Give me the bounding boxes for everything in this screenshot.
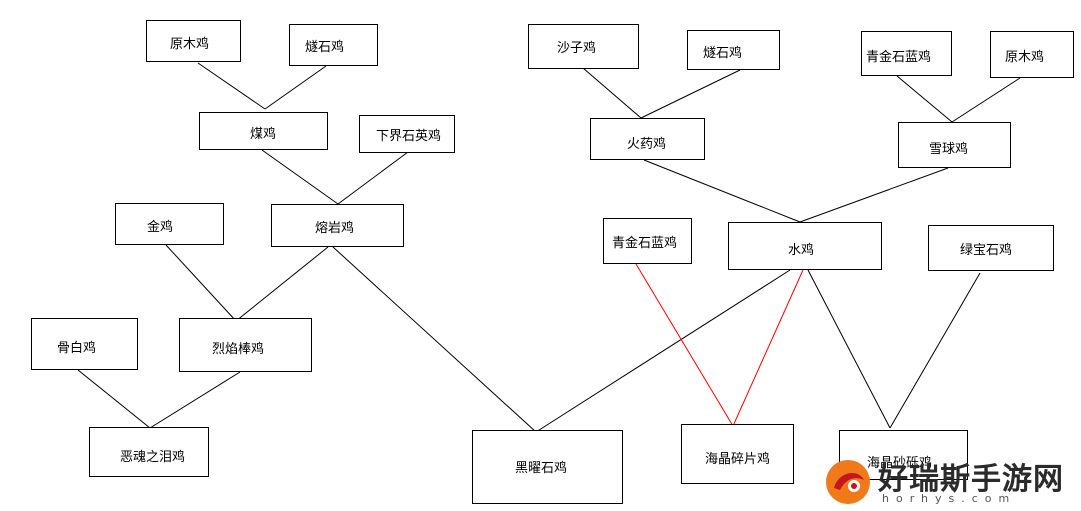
node-suishi-left: 燧石鸡 xyxy=(289,24,378,66)
connector-line xyxy=(77,369,151,429)
node-yuanmu-right: 原木鸡 xyxy=(990,31,1074,78)
node-label: 绿宝石鸡 xyxy=(960,243,1013,258)
connector-line-highlight xyxy=(635,263,734,427)
node-label: 青金石蓝鸡 xyxy=(612,236,678,251)
node-label: 煤鸡 xyxy=(250,127,277,142)
node-label: 烈焰棒鸡 xyxy=(212,342,265,357)
site-logo-icon xyxy=(826,460,870,504)
node-qingjinshi-top: 青金石蓝鸡 xyxy=(861,31,952,76)
watermark-title: 好瑞斯手游网 xyxy=(878,462,1064,497)
connector-line xyxy=(896,75,953,123)
node-label: 沙子鸡 xyxy=(557,41,597,56)
node-label: 火药鸡 xyxy=(627,137,667,152)
connector-line xyxy=(264,65,327,110)
node-huoyao: 火药鸡 xyxy=(590,118,705,160)
node-haijing-shali: 海晶砂砾鸡 xyxy=(839,430,968,480)
node-label: 燧石鸡 xyxy=(703,46,743,61)
node-label: 水鸡 xyxy=(788,243,815,258)
node-ehun-zhilei: 恶魂之泪鸡 xyxy=(89,427,209,477)
node-haijing-suipian: 海晶碎片鸡 xyxy=(681,424,794,484)
node-yuanmu-left: 原木鸡 xyxy=(146,20,241,62)
node-label: 原木鸡 xyxy=(1005,50,1045,65)
connector-line xyxy=(799,167,949,223)
connector-line-highlight xyxy=(732,269,804,427)
node-label: 下界石英鸡 xyxy=(376,129,442,144)
connector-line xyxy=(640,69,741,119)
node-jin: 金鸡 xyxy=(115,203,224,245)
node-label: 燧石鸡 xyxy=(305,40,345,55)
watermark-url: horhys.com xyxy=(882,492,1017,505)
connector-line xyxy=(165,244,237,322)
node-label: 骨白鸡 xyxy=(57,341,97,356)
node-label: 雪球鸡 xyxy=(929,142,969,157)
node-lieyanbang: 烈焰棒鸡 xyxy=(179,318,312,372)
connector-line xyxy=(951,77,1021,123)
node-label: 金鸡 xyxy=(147,220,174,235)
connector-line xyxy=(582,67,642,119)
node-label: 恶魂之泪鸡 xyxy=(120,450,186,465)
node-label: 海晶碎片鸡 xyxy=(705,452,771,467)
node-qingjinshi-mid: 青金石蓝鸡 xyxy=(603,218,692,264)
node-label: 熔岩鸡 xyxy=(315,221,355,236)
connector-line xyxy=(332,246,537,433)
watermark: 好瑞斯手游网 horhys.com xyxy=(822,452,1077,510)
connector-line xyxy=(261,149,339,205)
node-shazi: 沙子鸡 xyxy=(528,24,639,69)
connector-line xyxy=(807,269,891,429)
node-label: 青金石蓝鸡 xyxy=(866,50,932,65)
connector-line xyxy=(197,62,266,110)
node-suishi-right: 燧石鸡 xyxy=(687,30,780,70)
node-shui: 水鸡 xyxy=(728,222,882,270)
node-lvbaoshi: 绿宝石鸡 xyxy=(928,225,1054,271)
node-mei: 煤鸡 xyxy=(199,112,328,150)
connector-line xyxy=(643,159,801,223)
node-gubai: 骨白鸡 xyxy=(31,318,138,370)
node-label: 海晶砂砾鸡 xyxy=(867,456,933,471)
connector-line xyxy=(337,151,409,205)
node-label: 黑曜石鸡 xyxy=(515,461,568,476)
connector-line xyxy=(889,272,981,429)
node-heiyaoshi: 黑曜石鸡 xyxy=(472,430,623,504)
node-label: 原木鸡 xyxy=(170,37,210,52)
node-rongyan: 熔岩鸡 xyxy=(271,204,404,247)
node-xiajie-shiying: 下界石英鸡 xyxy=(359,115,455,153)
connector-line xyxy=(535,269,791,433)
connector-line xyxy=(235,246,329,322)
connector-line xyxy=(149,371,241,429)
node-xueqiu: 雪球鸡 xyxy=(898,122,1011,168)
